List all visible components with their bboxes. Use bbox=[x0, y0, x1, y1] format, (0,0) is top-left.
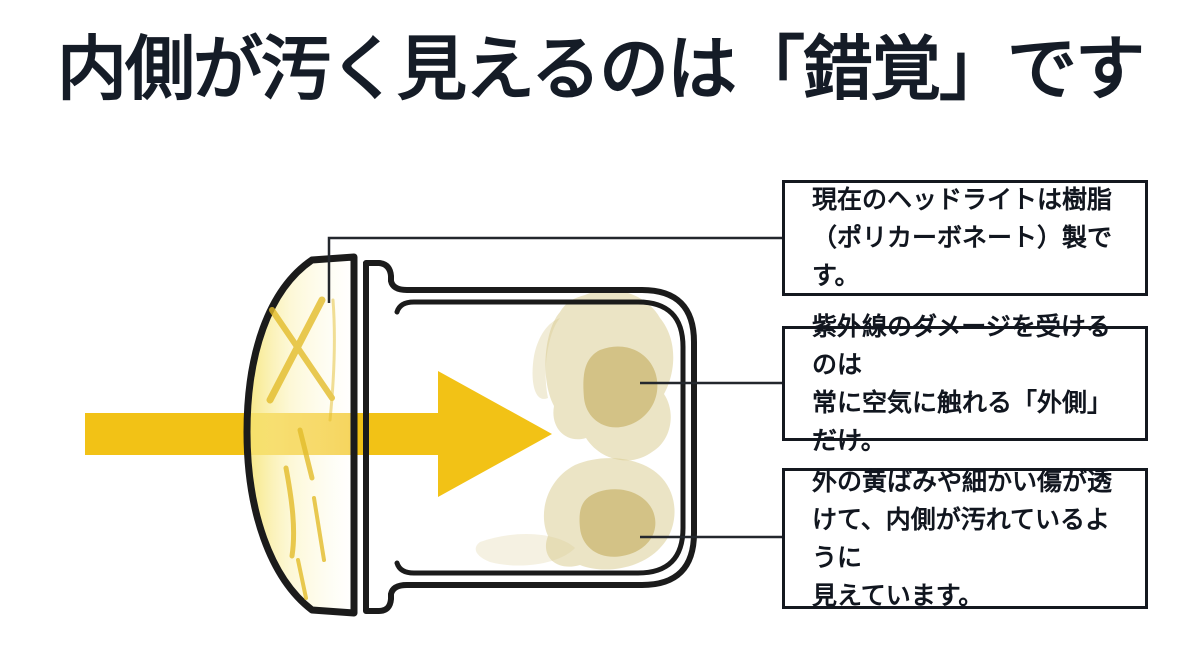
callout-text-uv-damage: 紫外線のダメージを受けるのは 常に空気に触れる「外側」だけ。 bbox=[812, 312, 1113, 455]
callout-box-uv-damage: 紫外線のダメージを受けるのは 常に空気に触れる「外側」だけ。 bbox=[782, 313, 1148, 455]
page-title: 内側が汚く見えるのは「錯覚」です bbox=[57, 30, 1145, 108]
callout-line-1 bbox=[327, 236, 782, 303]
callout-connectors bbox=[327, 236, 782, 539]
inner-stain-lower-core bbox=[579, 489, 656, 557]
callout-box-material: 現在のヘッドライトは樹脂 （ポリカーボネート）製です。 bbox=[782, 180, 1148, 296]
callout-text-illusion: 外の黄ばみや細かい傷が透 けて、内側が汚れているように 見えています。 bbox=[812, 467, 1113, 610]
inner-stain-upper-core bbox=[583, 346, 658, 428]
housing-outline-outer bbox=[363, 260, 697, 614]
callout-box-illusion: 外の黄ばみや細かい傷が透 けて、内側が汚れているように 見えています。 bbox=[782, 468, 1148, 610]
callout-text-material: 現在のヘッドライトは樹脂 （ポリカーボネート）製です。 bbox=[812, 186, 1113, 290]
housing-outline-inner bbox=[394, 299, 686, 576]
lens-scratches bbox=[266, 296, 336, 600]
